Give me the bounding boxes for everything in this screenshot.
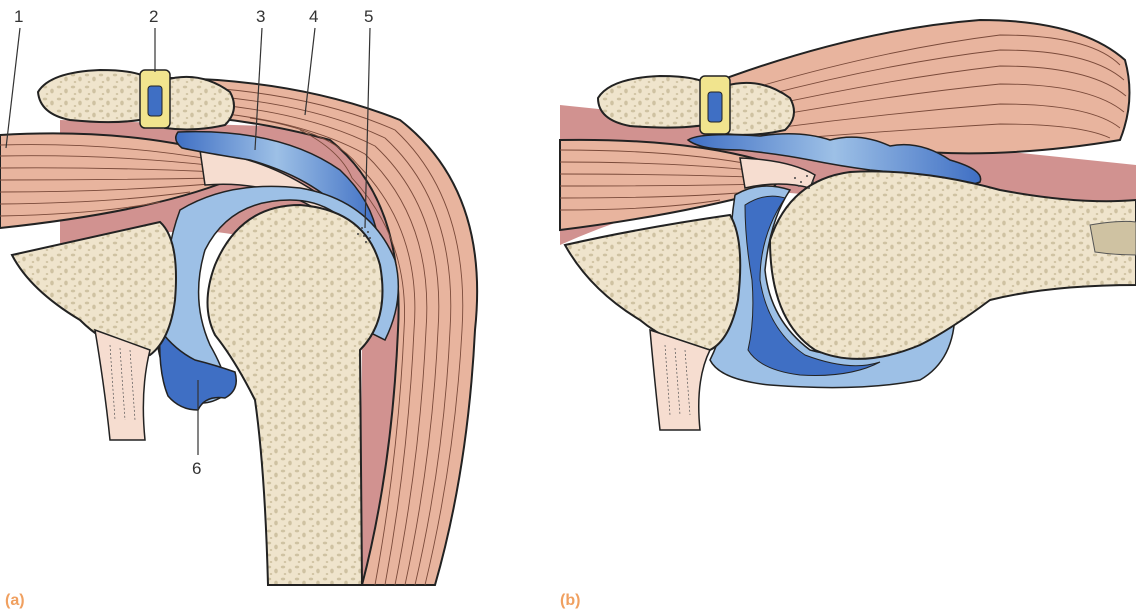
callout-2: 2 <box>149 7 158 26</box>
callout-5: 5 <box>364 7 373 26</box>
panel-a-label: (a) <box>5 592 25 609</box>
callout-line-1 <box>6 28 20 148</box>
callout-6: 6 <box>192 459 201 478</box>
callout-1: 1 <box>14 7 23 26</box>
panel-a: 1 2 3 4 5 6 (a) <box>0 7 477 609</box>
panel-b: (b) <box>560 20 1136 609</box>
ac-joint-space-b <box>708 92 722 122</box>
callout-4: 4 <box>309 7 318 26</box>
scapula-glenoid <box>12 222 176 355</box>
clavicle <box>38 70 150 122</box>
humerus-b-medulla <box>1090 221 1136 255</box>
scapula-glenoid-b <box>565 215 740 350</box>
panel-b-label: (b) <box>560 592 580 609</box>
clavicle-b <box>598 76 710 128</box>
humerus-a <box>208 205 383 585</box>
callout-3: 3 <box>256 7 265 26</box>
ac-joint-space <box>148 86 162 116</box>
